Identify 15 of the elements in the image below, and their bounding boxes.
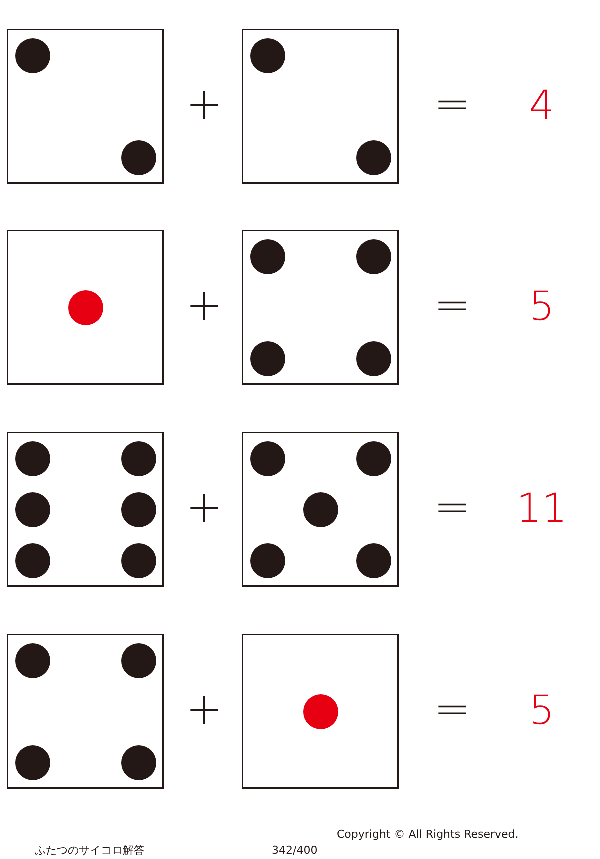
plus-sign: + (186, 486, 222, 530)
plus-sign: + (186, 284, 222, 328)
footer-title: ふたつのサイコロ解答 (35, 845, 145, 856)
copyright-notice: Copyright © All Rights Reserved. (337, 829, 519, 840)
equals-sign: = (434, 83, 470, 127)
plus-sign: + (186, 83, 222, 127)
page-number: 342/400 (272, 845, 318, 856)
answer-number: 5 (528, 691, 556, 731)
answer-number: 5 (528, 287, 556, 327)
equals-sign: = (434, 688, 470, 732)
equals-sign: = (434, 486, 470, 530)
equals-sign: = (434, 284, 470, 328)
plus-sign: + (186, 688, 222, 732)
answer-number: 4 (528, 86, 556, 126)
answer-number: 11 (516, 489, 568, 529)
